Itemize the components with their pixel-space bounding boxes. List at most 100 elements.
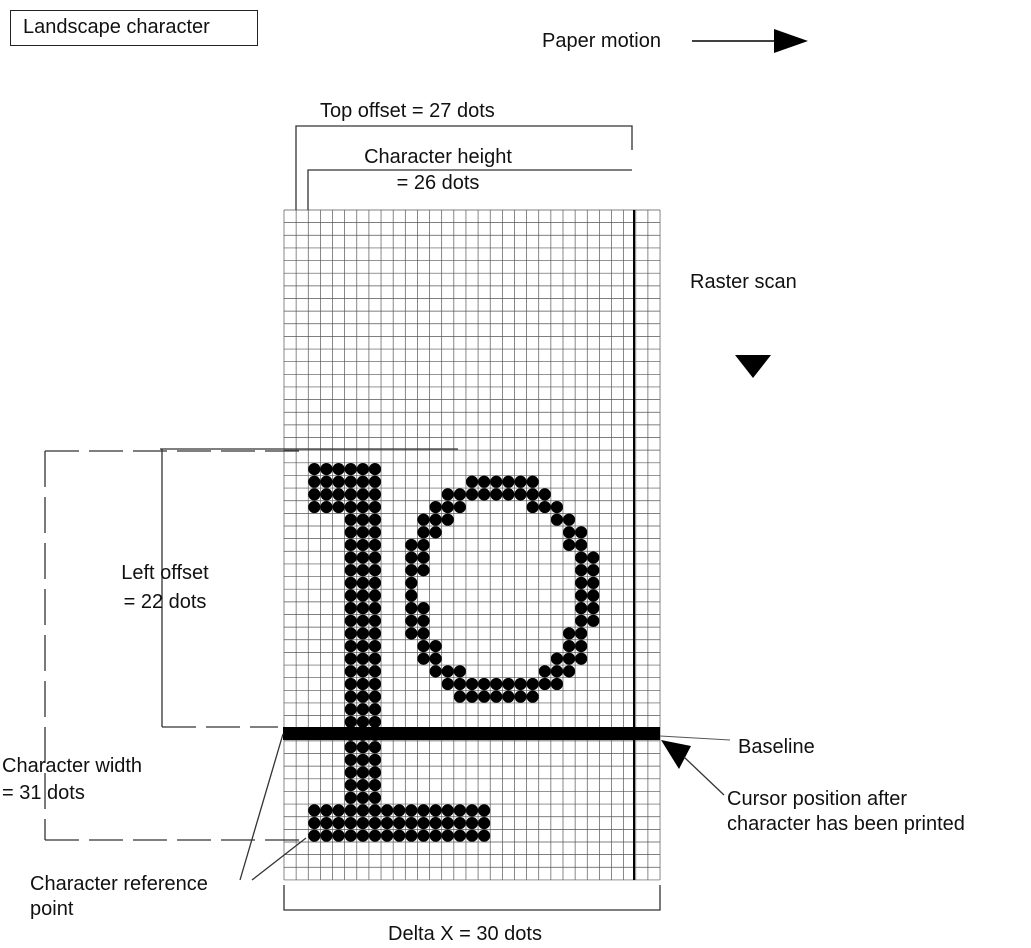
character-dot xyxy=(356,753,369,766)
character-dot xyxy=(550,513,564,526)
character-dot xyxy=(393,829,406,842)
character-dot xyxy=(417,816,430,830)
left-offset-value: = 22 dots xyxy=(123,591,207,613)
character-dot xyxy=(344,791,357,804)
character-dot xyxy=(575,538,588,552)
character-dot xyxy=(308,500,321,514)
character-dot xyxy=(356,538,369,552)
character-dot xyxy=(417,614,430,627)
character-dot xyxy=(344,690,357,703)
character-dot xyxy=(465,690,479,703)
character-dot xyxy=(356,690,369,703)
character-dot xyxy=(429,829,442,842)
character-dot xyxy=(344,677,357,691)
character-dot xyxy=(320,500,333,514)
character-dot xyxy=(381,829,394,842)
character-dot xyxy=(332,488,345,501)
character-dot xyxy=(344,652,357,665)
character-dot xyxy=(393,816,406,830)
character-dot xyxy=(575,589,588,602)
character-dot xyxy=(344,753,357,766)
character-dot xyxy=(587,576,600,589)
character-dot xyxy=(356,791,369,804)
character-dot xyxy=(417,564,430,577)
character-dot xyxy=(368,741,382,754)
character-dot xyxy=(405,627,418,640)
character-dot xyxy=(356,614,369,627)
character-dot xyxy=(356,488,369,501)
character-dot xyxy=(417,602,430,615)
character-dot xyxy=(344,538,357,552)
character-dot xyxy=(368,488,382,501)
character-dot xyxy=(368,829,382,842)
character-dot xyxy=(514,677,527,691)
character-dot xyxy=(465,816,479,830)
character-dot xyxy=(526,690,539,703)
cursor-position-label-2: character has been printed xyxy=(727,813,965,835)
character-dot xyxy=(320,829,333,842)
character-dot xyxy=(405,564,418,577)
character-dot xyxy=(368,791,382,804)
character-dot xyxy=(490,690,503,703)
character-dot xyxy=(356,639,369,653)
baseline-label: Baseline xyxy=(738,736,815,758)
character-dot xyxy=(368,753,382,766)
character-dot xyxy=(514,488,527,501)
character-dot xyxy=(368,804,382,817)
character-dot xyxy=(575,627,588,640)
character-height-value: = 26 dots xyxy=(396,172,480,194)
baseline-extension-line xyxy=(659,735,731,741)
reference-point-leader-2 xyxy=(251,837,307,881)
character-dot xyxy=(344,463,357,476)
character-dot xyxy=(368,677,382,691)
character-dot xyxy=(405,829,418,842)
character-dot xyxy=(562,652,576,665)
character-dot xyxy=(344,779,357,792)
character-dot xyxy=(320,475,333,488)
character-dot xyxy=(356,564,369,577)
character-dot xyxy=(368,589,382,602)
paper-motion-label: Paper motion xyxy=(542,30,661,52)
character-dot xyxy=(514,475,527,488)
character-dot xyxy=(417,829,430,842)
character-dot xyxy=(429,665,442,678)
character-dot xyxy=(405,538,418,552)
character-dot xyxy=(368,627,382,640)
character-dot xyxy=(344,500,357,514)
character-dot xyxy=(356,829,369,842)
character-dot xyxy=(538,488,551,501)
reference-point-leader xyxy=(239,733,284,881)
character-dot xyxy=(356,513,369,526)
character-dot xyxy=(356,526,369,539)
character-dot xyxy=(368,766,382,779)
character-dot xyxy=(575,564,588,577)
character-dot xyxy=(332,500,345,514)
character-dot xyxy=(368,500,382,514)
character-dot xyxy=(478,690,491,703)
character-dot xyxy=(453,690,466,703)
character-dot xyxy=(429,526,442,539)
character-dot xyxy=(332,804,345,817)
character-dot xyxy=(550,677,564,691)
character-dot xyxy=(453,677,466,691)
character-dot xyxy=(478,829,491,842)
character-dot xyxy=(368,690,382,703)
character-dot xyxy=(405,589,418,602)
baseline-bar xyxy=(283,727,660,740)
character-dot xyxy=(344,526,357,539)
character-dot xyxy=(453,500,466,514)
character-dot xyxy=(562,538,576,552)
character-dot xyxy=(575,576,588,589)
character-dot xyxy=(441,500,454,514)
character-dot xyxy=(356,715,369,729)
character-dot xyxy=(405,804,418,817)
character-dot xyxy=(356,589,369,602)
character-dot xyxy=(356,602,369,615)
character-dot xyxy=(453,488,466,501)
character-dot xyxy=(368,576,382,589)
character-dot xyxy=(344,665,357,678)
character-dot xyxy=(429,513,442,526)
character-dot xyxy=(368,715,382,729)
character-dot xyxy=(490,475,503,488)
character-dot xyxy=(465,829,479,842)
